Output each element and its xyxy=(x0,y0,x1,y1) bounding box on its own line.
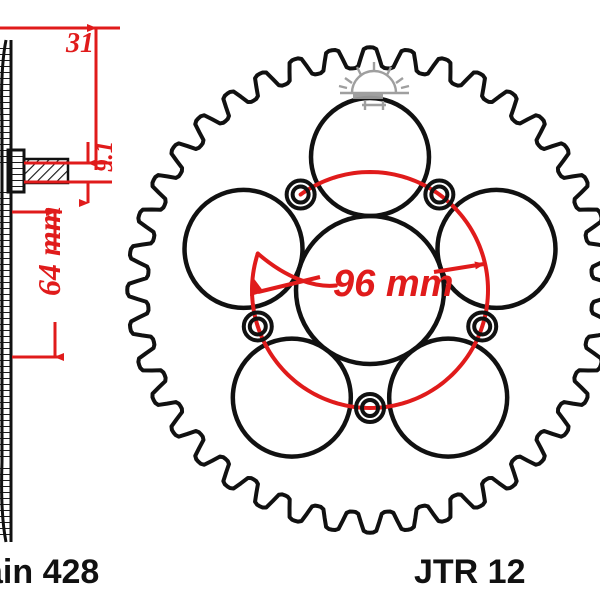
chain-spec-label: ain 428 xyxy=(0,553,100,591)
sunrise-icon xyxy=(338,62,410,110)
dim-96-left-arrow xyxy=(250,276,264,296)
lightening-hole xyxy=(182,187,305,311)
side-rim-profile xyxy=(0,39,13,543)
lightening-hole xyxy=(435,187,558,311)
dimension-value-9-1: 9.1 xyxy=(91,141,118,172)
lightening-hole xyxy=(386,336,510,459)
bolt-hole xyxy=(423,178,456,211)
dim-9-1 xyxy=(24,142,112,207)
dim-96-left-leader xyxy=(257,275,321,294)
side-view-dimensions xyxy=(0,24,120,361)
bolt-hole xyxy=(284,178,317,211)
sprocket-tooth-profile xyxy=(125,45,600,535)
dimension-value-64mm: 64 mm xyxy=(31,206,67,296)
dim-96-right-leader xyxy=(433,261,485,274)
bolt-circle-dimension xyxy=(249,169,491,411)
bolt-circle-arc xyxy=(249,169,491,411)
bolt-hole xyxy=(466,310,499,343)
dim-31 xyxy=(0,24,120,170)
dimension-value-31: 31 xyxy=(65,28,94,59)
lightening-hole xyxy=(308,95,432,219)
side-hub-boss xyxy=(6,148,26,194)
side-dimension-values: 31 9.1 64 mm xyxy=(31,28,118,296)
front-view-sprocket: 96 mm xyxy=(125,45,600,535)
dimension-value-96mm: 96 mm xyxy=(333,263,453,305)
lightening-hole xyxy=(230,336,354,459)
part-number-label: JTR 12 xyxy=(414,553,526,591)
bolt-hole xyxy=(241,310,274,343)
bolt-hole xyxy=(354,392,386,424)
dim-64mm xyxy=(12,208,64,361)
bolt-holes-group xyxy=(241,178,499,424)
